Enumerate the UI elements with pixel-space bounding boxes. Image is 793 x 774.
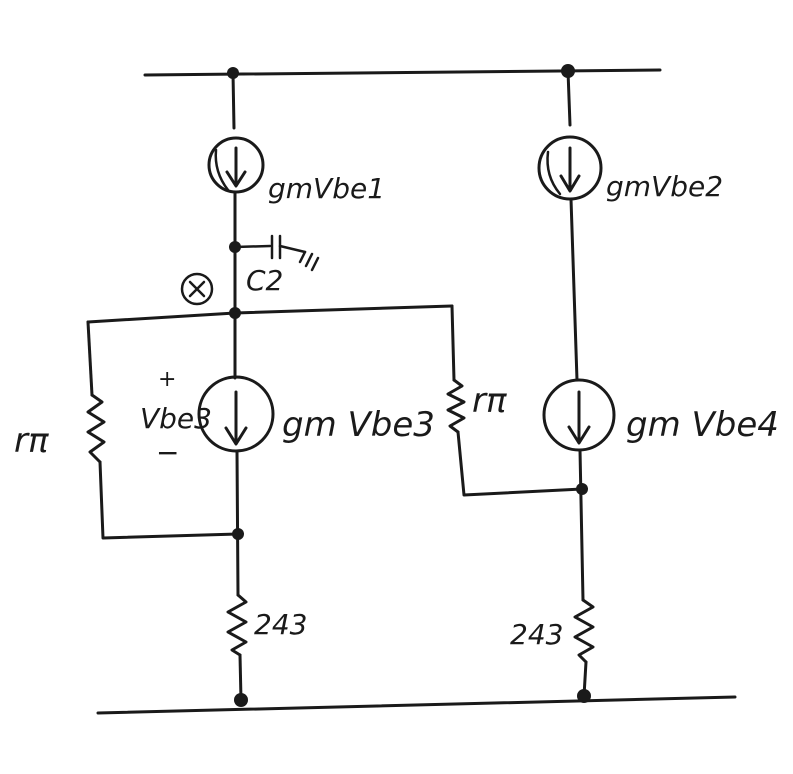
wire-right-lower [578,448,585,602]
node-x-cross [188,280,206,298]
wire-rpi-mid-top [450,304,456,382]
resistor-rpi-mid [446,378,466,434]
node-x-marker [180,272,214,306]
label-gmvbe2: gmVbe2 [606,170,723,203]
current-source-2 [537,135,603,201]
label-vbe3-minus: − [156,436,179,469]
label-243-left: 243 [254,608,307,641]
junction-bottom-right [577,689,591,703]
label-gmvbe4: gm Vbe4 [626,405,779,445]
capacitor-c2 [233,234,320,272]
label-vbe3-plus: + [158,367,176,392]
resistor-243-left [226,593,248,657]
wire-rpi-left-bottom [98,460,240,540]
wire-node-x-horizontal [86,304,454,324]
label-rpi-mid: rπ [472,381,507,421]
wire-left-top [231,71,236,130]
junction-left-lower [232,528,244,540]
label-243-right: 243 [510,618,563,651]
wire-left-bottom [238,653,243,702]
label-gmvbe3: gm Vbe3 [282,405,435,445]
wire-rpi-mid-bottom [456,430,584,497]
junction-bottom-left [234,693,248,707]
current-source-4 [542,378,616,452]
label-vbe3: Vbe3 [140,402,212,435]
current-source-1 [207,136,265,194]
junction-right-lower [576,483,588,495]
resistor-243-right [573,598,595,664]
label-gmvbe1: gmVbe1 [268,172,385,205]
label-rpi-left: rπ [14,421,49,461]
label-c2: C2 [246,264,283,297]
top-rail [143,68,662,77]
wire-right-middle [569,197,579,382]
bottom-rail [96,695,737,715]
wire-right-top [566,69,572,127]
wire-rpi-left-top [86,320,94,397]
wire-src3-down [235,449,240,597]
resistor-rpi-left [86,393,106,464]
